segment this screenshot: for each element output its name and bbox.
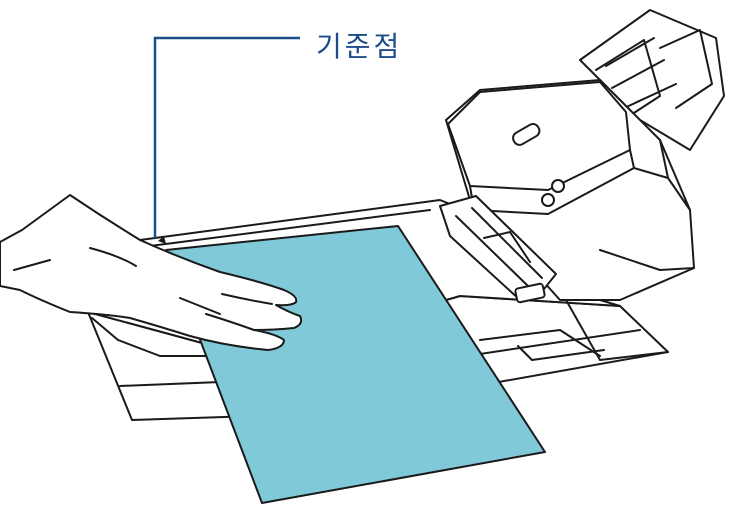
callout-label: 기준점 — [316, 30, 402, 64]
adf-scanner — [440, 10, 724, 303]
callout-leader — [155, 38, 300, 238]
callout-leader-line — [155, 38, 300, 238]
power-button[interactable] — [552, 180, 564, 192]
scan-button[interactable] — [542, 194, 554, 206]
